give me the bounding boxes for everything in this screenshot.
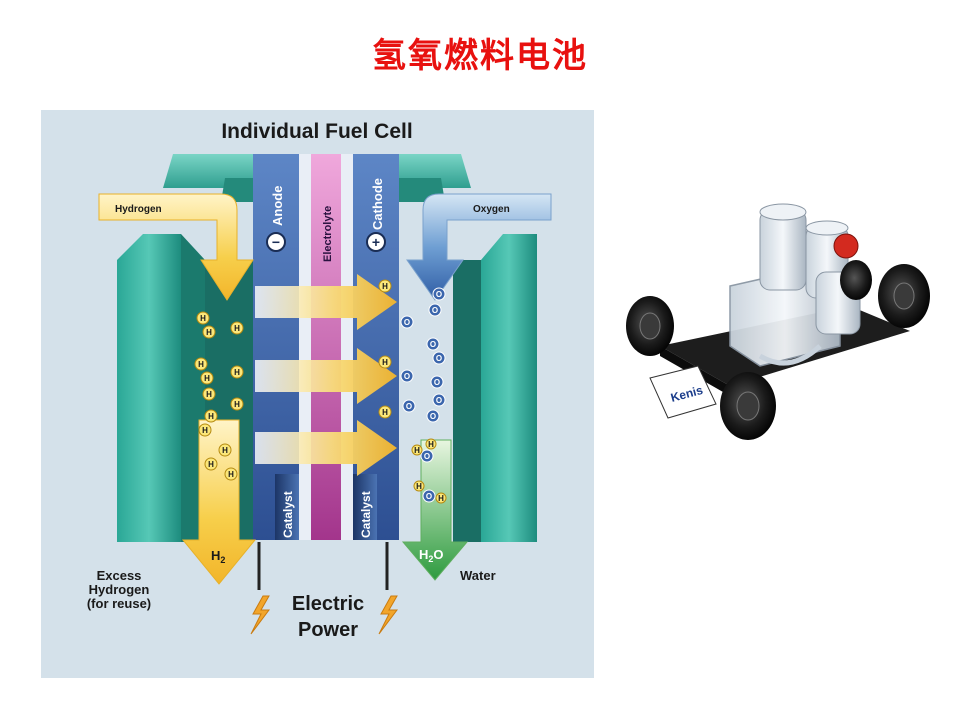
lightning-bolt-right-icon	[378, 595, 398, 635]
svg-text:H: H	[208, 460, 214, 469]
anode-label: Anode	[270, 186, 285, 226]
oxygen-label: Oxygen	[473, 204, 510, 215]
hub-front-right	[736, 391, 760, 421]
water-molecules: O H H O H H	[411, 438, 447, 504]
car-tube	[758, 344, 822, 366]
catalyst-label-right: Catalyst	[359, 491, 373, 538]
svg-text:H: H	[208, 412, 214, 421]
svg-text:H: H	[202, 426, 208, 435]
svg-text:H: H	[416, 482, 422, 491]
svg-text:H: H	[222, 446, 228, 455]
anode-negative-marker	[266, 232, 286, 252]
svg-text:H: H	[206, 328, 212, 337]
svg-text:O: O	[434, 378, 440, 387]
electric-power-line2: Power	[298, 619, 358, 641]
h2-formula: H2	[211, 548, 225, 565]
cathode-label: Cathode	[370, 178, 385, 230]
svg-text:H: H	[382, 408, 388, 417]
lightning-bolt-left-icon	[250, 595, 270, 635]
hydrogen-atoms-left: H H H H H H H H H H H H H H H H	[194, 279, 392, 481]
excess-hydrogen-line2: Hydrogen	[89, 582, 150, 597]
svg-text:H: H	[428, 440, 434, 449]
catalyst-label-left: Catalyst	[281, 491, 295, 538]
fuel-cell-car-photo: Kenis	[620, 196, 940, 456]
svg-text:O: O	[406, 402, 412, 411]
svg-text:H: H	[198, 360, 204, 369]
catalyst-strip-left	[275, 474, 299, 540]
slide-title: 氢氧燃料电池	[372, 36, 588, 76]
svg-text:O: O	[404, 372, 410, 381]
gap-left	[299, 154, 311, 540]
cathode-positive-marker	[366, 232, 386, 252]
excess-hydrogen-line1: Excess	[97, 568, 142, 583]
anode-sign: −	[272, 234, 280, 250]
electrolyte-label: Electrolyte	[322, 206, 334, 262]
gas-tank-left-top	[759, 203, 807, 221]
motor	[833, 233, 859, 259]
proton-arrow-3	[255, 420, 397, 476]
electric-power-line1: Electric	[292, 593, 364, 615]
left-housing	[117, 234, 181, 542]
brand-plate	[649, 365, 717, 419]
svg-text:H: H	[204, 374, 210, 383]
svg-text:O: O	[430, 340, 436, 349]
h2o-formula: H2O	[419, 547, 444, 564]
svg-text:H: H	[228, 470, 234, 479]
svg-text:H: H	[414, 446, 420, 455]
catalyst-strip-right	[353, 474, 377, 540]
gas-tank-left	[759, 209, 807, 291]
svg-text:O: O	[426, 492, 432, 501]
oxygen-inlet-arrow	[406, 193, 552, 301]
svg-text:H: H	[234, 324, 240, 333]
svg-text:H: H	[382, 358, 388, 367]
electrolyte-layer	[311, 154, 341, 540]
svg-text:O: O	[430, 412, 436, 421]
gap-right	[341, 154, 353, 540]
svg-text:O: O	[436, 396, 442, 405]
svg-text:O: O	[432, 306, 438, 315]
water-label: Water	[460, 568, 496, 583]
water-outlet-arrow	[401, 439, 469, 581]
svg-text:H: H	[200, 314, 206, 323]
right-housing	[481, 234, 537, 542]
gas-tank-right-top	[805, 220, 849, 236]
proton-arrow-1	[255, 274, 397, 330]
excess-hydrogen-arrow	[181, 419, 257, 585]
hub-rear-right	[893, 282, 915, 310]
svg-text:O: O	[424, 452, 430, 461]
hub-front-left	[639, 312, 661, 340]
diagram-title: Individual Fuel Cell	[221, 120, 412, 143]
hydrogen-label: Hydrogen	[115, 204, 162, 215]
svg-text:H: H	[438, 494, 444, 503]
excess-hydrogen-line3: (for reuse)	[87, 596, 151, 611]
svg-text:H: H	[206, 390, 212, 399]
svg-text:O: O	[436, 354, 442, 363]
oxygen-atoms-right: O O O O O O O O O O	[400, 287, 446, 423]
svg-text:O: O	[404, 318, 410, 327]
cathode-channel	[453, 260, 481, 542]
hydrogen-inlet-arrow	[98, 193, 254, 301]
svg-text:O: O	[436, 290, 442, 299]
proton-arrow-2	[255, 348, 397, 404]
fuel-cell-diagram: Individual Fuel Cell Catalyst Catalyst A…	[41, 110, 594, 678]
cathode-sign: +	[372, 234, 380, 250]
svg-text:H: H	[234, 400, 240, 409]
wheel-rear-left	[840, 260, 872, 300]
svg-text:H: H	[382, 282, 388, 291]
svg-text:H: H	[234, 368, 240, 377]
